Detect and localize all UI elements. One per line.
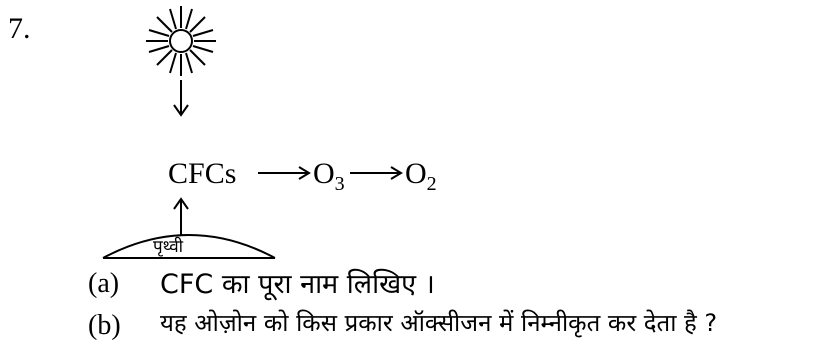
earth-dome [102, 234, 276, 259]
reactant-cfcs: CFCs [168, 157, 236, 190]
question-number: 7. [8, 12, 31, 45]
option-a-label: (a) [88, 268, 120, 299]
arrow-right-icon [258, 166, 311, 180]
option-a-text: CFC का पूरा नाम लिखिए । [160, 269, 435, 300]
arrow-down-icon [173, 80, 189, 117]
oxygen-formula: O2 [405, 157, 437, 195]
option-b-text: यह ओज़ोन को किस प्रकार ऑक्सीजन में निम्न… [160, 309, 718, 337]
earth-label: पृथ्वी [153, 236, 184, 257]
option-b-label: (b) [88, 310, 121, 341]
arrow-up-icon [173, 197, 189, 236]
arrow-right-icon [350, 166, 403, 180]
ozone-formula: O3 [313, 157, 345, 195]
sun-icon [146, 6, 216, 76]
